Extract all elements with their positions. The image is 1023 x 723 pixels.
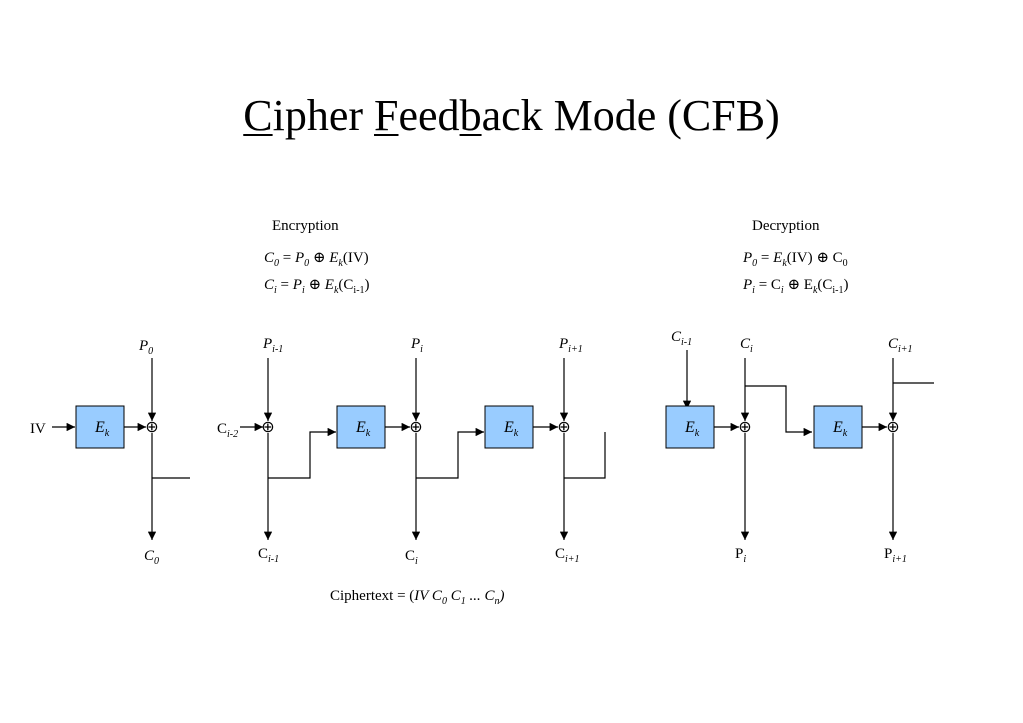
cim1-feedback	[268, 427, 336, 479]
label-p0: P0	[139, 338, 154, 357]
ek-block-stage1: Ek	[336, 405, 386, 449]
label-d-pi: Pi	[735, 546, 747, 565]
decryption-equation-2: Pi = Ci ⊕ Ek(Ci-1)	[743, 277, 849, 296]
encryption-equation-1: C0 = P0 ⊕ Ek(IV)	[264, 250, 369, 269]
xor-dec1: ⊕	[738, 417, 751, 436]
label-d-cim1: Ci-1	[671, 329, 693, 348]
xor-stage1: ⊕	[261, 417, 274, 436]
label-ci-out: Ci	[405, 548, 418, 567]
block-label: Ek	[503, 419, 519, 439]
block-label: Ek	[684, 419, 700, 439]
block-label: Ek	[355, 419, 371, 439]
encryption-heading: Encryption	[272, 218, 339, 234]
cip1-feedback	[564, 432, 606, 479]
label-cim1-out: Ci-1	[258, 546, 280, 565]
label-d-ci: Ci	[740, 336, 753, 355]
decryption-equation-1: P0 = Ek(IV) ⊕ C0	[743, 250, 848, 269]
encryption-equation-2: Ci = Pi ⊕ Ek(Ci-1)	[264, 277, 370, 296]
ek-block-stage0: Ek	[75, 405, 125, 449]
xor-dec2: ⊕	[886, 417, 899, 436]
label-d-pip1: Pi+1	[884, 546, 907, 565]
label-pi: Pi	[411, 336, 423, 355]
ek-block-dec2: Ek	[813, 405, 863, 449]
label-cip1-out: Ci+1	[555, 546, 580, 565]
label-pip1: Pi+1	[559, 336, 583, 355]
decryption-heading: Decryption	[752, 218, 820, 234]
iv-label: IV	[30, 421, 46, 437]
ciphertext-formula: Ciphertext = (IV C0 C1 ... Cn)	[330, 588, 505, 607]
label-c0: C0	[144, 548, 160, 567]
block-label: Ek	[832, 419, 848, 439]
label-pim1: Pi-1	[263, 336, 284, 355]
d-ci-feedback	[745, 385, 812, 437]
xor-stage0: ⊕	[145, 417, 158, 436]
label-cim2: Ci-2	[217, 421, 239, 440]
xor-stage2: ⊕	[409, 417, 422, 436]
page-title: Cipher Feedback Mode (CFB)	[243, 91, 780, 140]
ek-block-stage2: Ek	[484, 405, 534, 449]
ci-feedback	[416, 427, 484, 479]
xor-stage3: ⊕	[557, 417, 570, 436]
ek-block-dec1: Ek	[665, 405, 715, 449]
label-d-cip1: Ci+1	[888, 336, 913, 355]
block-label: Ek	[94, 419, 110, 439]
